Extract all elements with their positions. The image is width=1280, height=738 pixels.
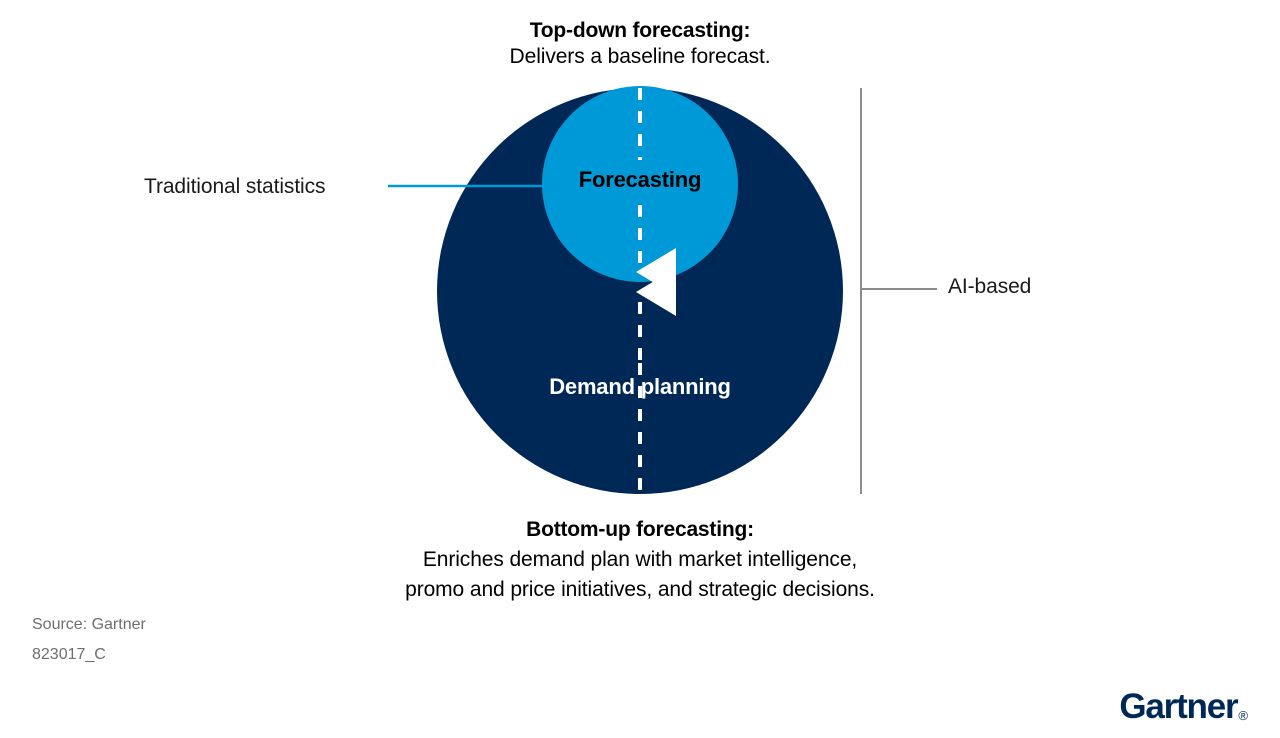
bottom-caption: Bottom-up forecasting: Enriches demand p…: [0, 515, 1280, 605]
bottom-caption-line-2: promo and price initiatives, and strateg…: [405, 578, 875, 602]
document-id: 823017_C: [32, 646, 106, 664]
inner-circle-forecasting: [542, 86, 738, 282]
label-ai-based: AI-based: [948, 275, 1032, 298]
source-block: Source: Gartner 823017_C: [32, 610, 146, 671]
label-traditional-statistics: Traditional statistics: [144, 175, 326, 198]
bottom-caption-line-1: Enriches demand plan with market intelli…: [422, 548, 858, 572]
top-caption-title: Top-down forecasting:: [529, 19, 751, 42]
label-demand-planning: Demand planning: [549, 374, 731, 399]
gartner-logo: Gartner ®: [1119, 689, 1248, 724]
top-caption: Top-down forecasting: Delivers a baselin…: [0, 18, 1280, 70]
registered-trademark-icon: ®: [1238, 708, 1248, 723]
bottom-caption-title: Bottom-up forecasting:: [526, 518, 754, 541]
top-caption-body: Delivers a baseline forecast.: [509, 45, 771, 69]
source-attribution: Source: Gartner: [32, 616, 146, 633]
label-forecasting: Forecasting: [578, 167, 702, 192]
gartner-logo-text: Gartner: [1119, 687, 1238, 726]
